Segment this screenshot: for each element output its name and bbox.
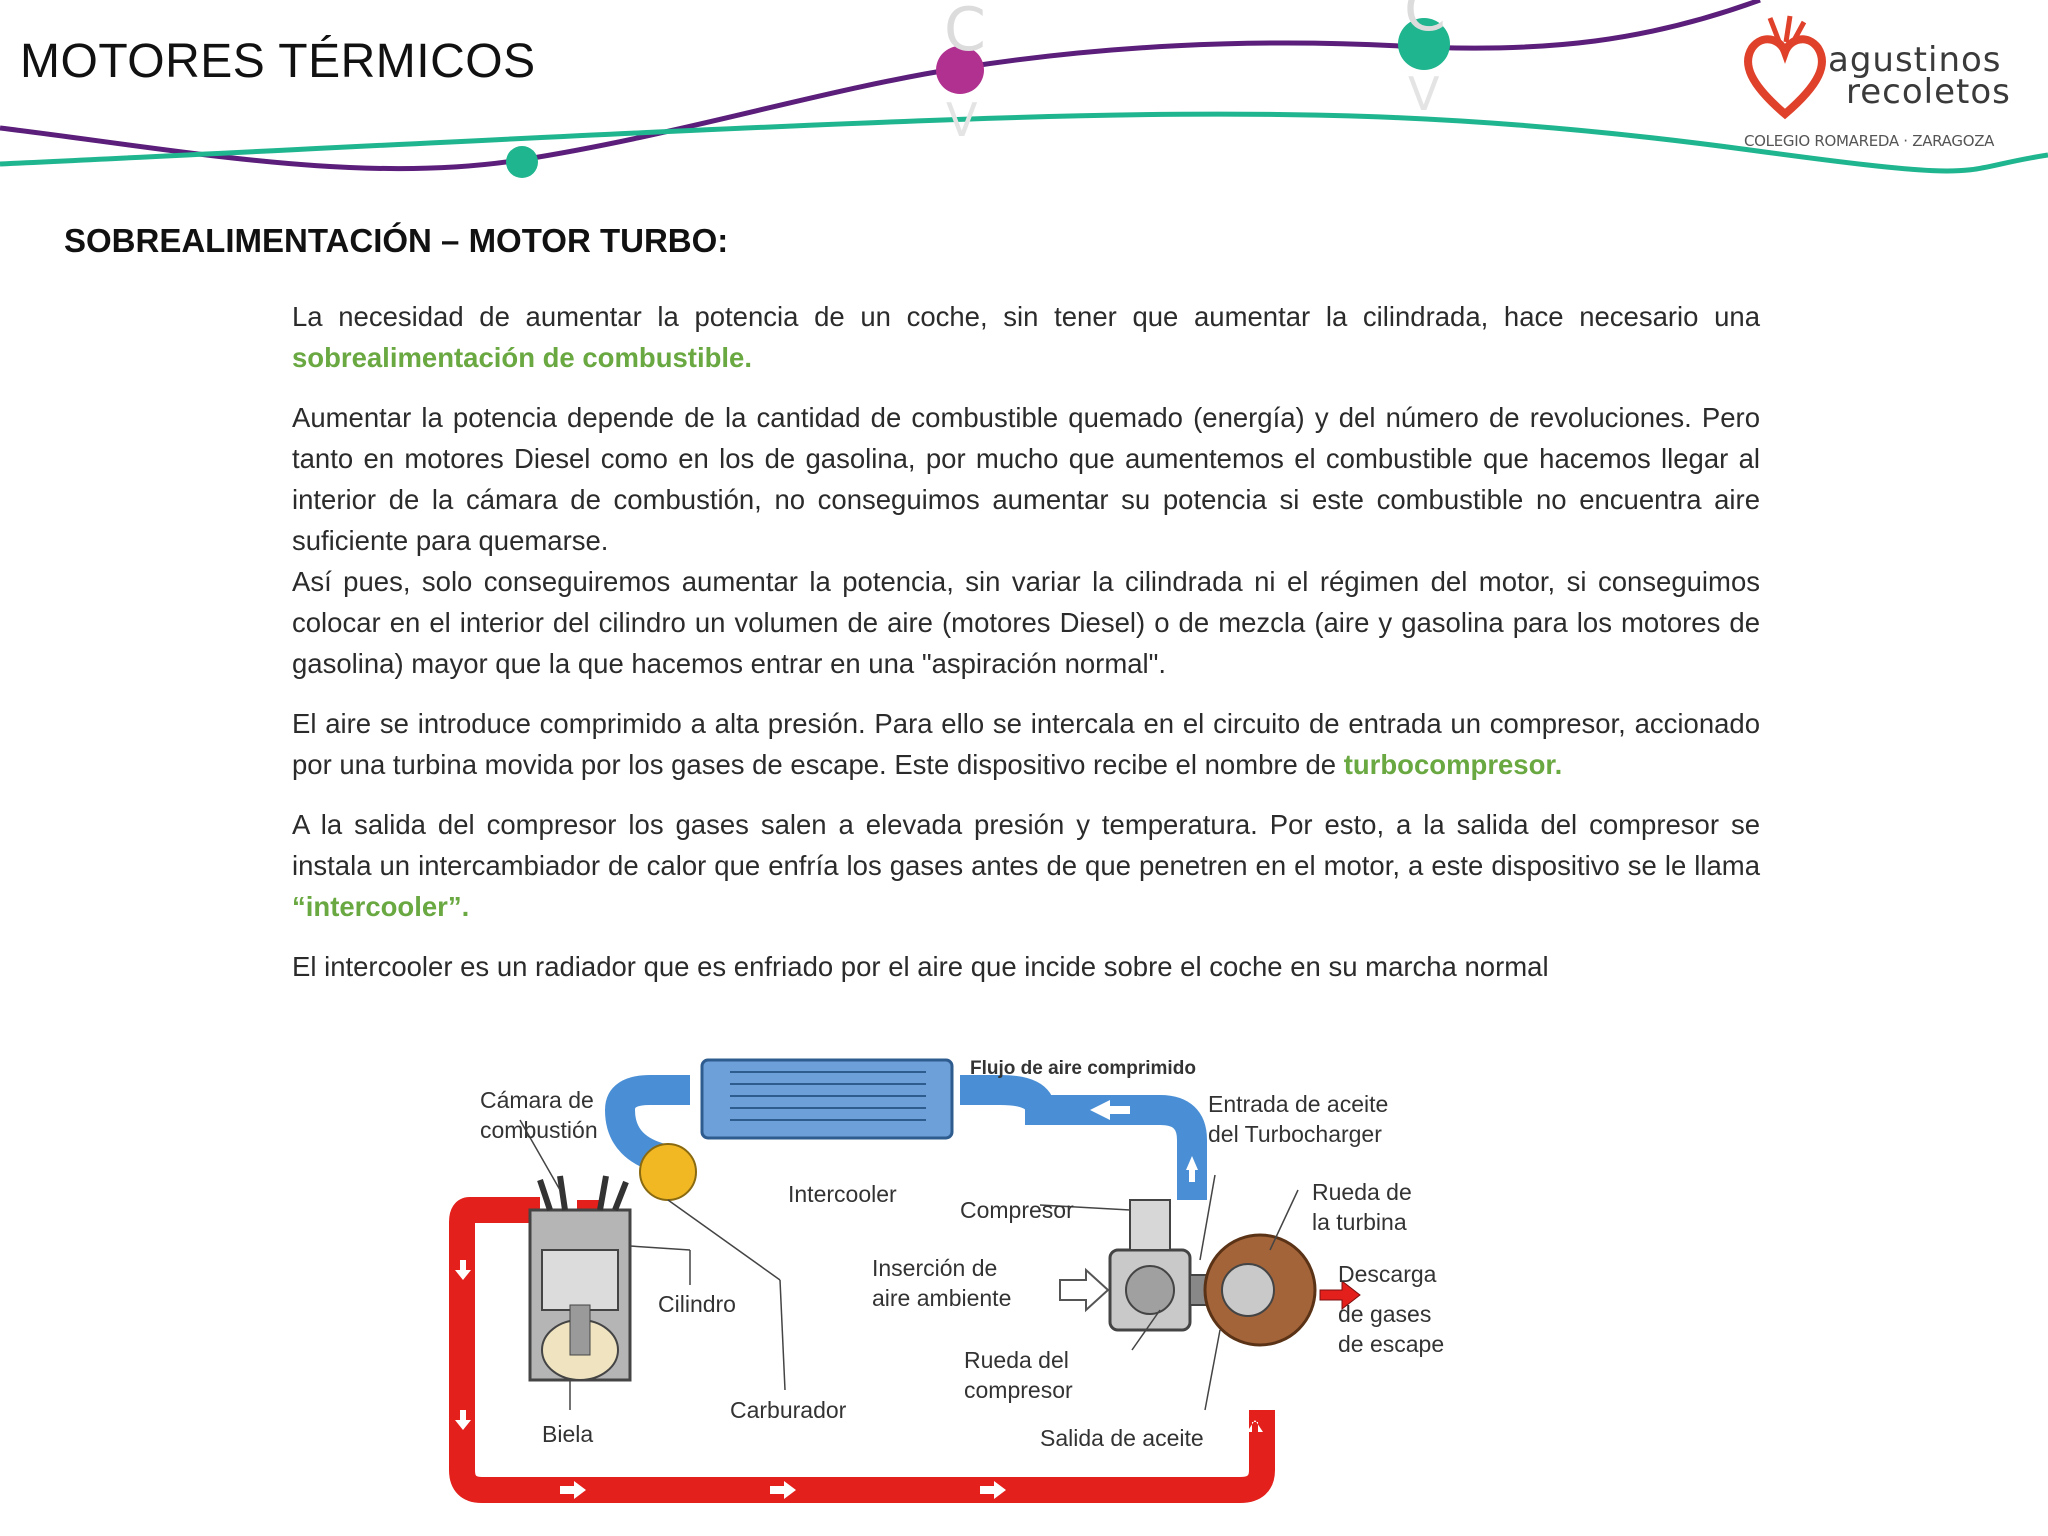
heart-logo-icon xyxy=(1744,15,1826,120)
label-descarga: Descarga xyxy=(1338,1261,1437,1287)
piston xyxy=(541,1249,619,1311)
label-intercooler: Intercooler xyxy=(788,1181,897,1207)
label-rueda-compresor: Rueda del xyxy=(964,1347,1069,1373)
label-camara: combustión xyxy=(480,1117,598,1143)
highlight-term: “intercooler”. xyxy=(292,891,470,922)
paragraph-2b: Así pues, solo conseguiremos aumentar la… xyxy=(292,566,1760,679)
label-rueda-compresor: compresor xyxy=(964,1377,1073,1403)
label-rueda-turbina: Rueda de xyxy=(1312,1179,1412,1205)
label-insercion: Inserción de xyxy=(872,1255,997,1281)
paragraph-4: A la salida del compresor los gases sale… xyxy=(292,809,1760,922)
label-compresor: Compresor xyxy=(960,1197,1074,1223)
logo-text-line3: COLEGIO ROMAREDA · ZARAGOZA xyxy=(1744,132,1995,150)
blue-arrow xyxy=(1090,1100,1130,1120)
label-carburador: Carburador xyxy=(730,1397,847,1423)
exhaust-arrow xyxy=(1319,1279,1361,1311)
blue-arrow-up xyxy=(1186,1156,1198,1182)
paragraph-3: El aire se introduce comprimido a alta p… xyxy=(292,708,1760,780)
label-entrada-aceite: Entrada de aceite xyxy=(1208,1091,1388,1117)
faint-letter-v: V xyxy=(1408,67,1440,121)
page-title: MOTORES TÉRMICOS xyxy=(20,35,536,88)
label-entrada-aceite: del Turbocharger xyxy=(1208,1121,1382,1147)
valves xyxy=(537,1175,629,1212)
logo-text-line2: recoletos xyxy=(1846,72,2011,112)
air-intake-arrow xyxy=(1059,1267,1110,1313)
turbine-wheel xyxy=(1221,1263,1275,1317)
logo-text-line1: agustinos xyxy=(1828,40,2002,80)
intercooler-fins xyxy=(730,1071,926,1121)
highlight-term: sobrealimentación de combustible. xyxy=(292,342,752,373)
label-descarga: de escape xyxy=(1338,1331,1444,1357)
label-insercion: aire ambiente xyxy=(872,1285,1011,1311)
teal-dot xyxy=(506,146,538,178)
compressor-inlet xyxy=(1129,1199,1171,1251)
highlight-term: turbocompresor. xyxy=(1343,749,1563,780)
connecting-rod xyxy=(569,1304,591,1356)
label-salida-aceite: Salida de aceite xyxy=(1040,1425,1204,1451)
paragraph-2: Aumentar la potencia depende de la canti… xyxy=(292,402,1760,556)
faint-letter-c: C xyxy=(944,0,986,65)
red-pipe-loop xyxy=(449,1197,1275,1503)
faint-letter-v: V xyxy=(946,93,978,147)
leader-lines xyxy=(519,1119,1299,1411)
intercooler-core xyxy=(700,1058,954,1140)
turbo-diagram: Flujo de aire comprimido Cámara de combu… xyxy=(449,1058,1444,1503)
label-flujo: Flujo de aire comprimido xyxy=(970,1058,1196,1079)
section-title: SOBREALIMENTACIÓN – MOTOR TURBO: xyxy=(64,222,729,259)
teal-curve xyxy=(0,111,2048,174)
body-text: La necesidad de aumentar la potencia de … xyxy=(292,296,1760,1006)
paragraph-5: El intercooler es un radiador que es enf… xyxy=(292,951,1549,982)
label-descarga: de gases xyxy=(1338,1301,1431,1327)
label-biela: Biela xyxy=(542,1421,593,1447)
label-camara: Cámara de xyxy=(480,1087,594,1113)
flow-arrows xyxy=(455,1260,1263,1499)
compressor-wheel xyxy=(1125,1265,1175,1315)
magenta-dot xyxy=(936,46,984,94)
label-cilindro: Cilindro xyxy=(658,1291,736,1317)
header-decoration: C V C V xyxy=(0,0,2048,178)
paragraph-1: La necesidad de aumentar la potencia de … xyxy=(292,301,1760,373)
school-logo: agustinos recoletos COLEGIO ROMAREDA · Z… xyxy=(1740,14,2040,164)
carburetor xyxy=(639,1143,697,1201)
faint-letter-c: C xyxy=(1404,0,1446,45)
label-rueda-turbina: la turbina xyxy=(1312,1209,1407,1235)
teal-dot-large xyxy=(1398,18,1450,70)
